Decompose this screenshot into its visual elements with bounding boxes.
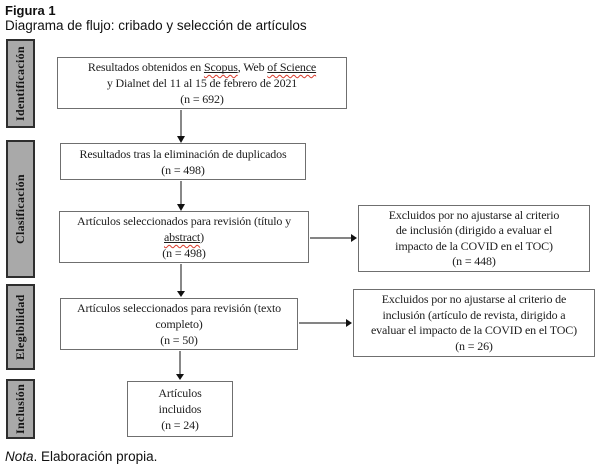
deduplication-box: Resultados tras la eliminación de duplic… bbox=[60, 143, 306, 180]
box-text-segment: , Web bbox=[237, 60, 268, 74]
result-count: (n = 692) bbox=[180, 92, 224, 106]
box-text-segment: y Dialnet del 11 al 15 de febrero de 202… bbox=[106, 76, 298, 90]
identification-results-box: Resultados obtenidos en Scopus, Web of S… bbox=[57, 57, 347, 109]
box-text-segment: Artículos seleccionados para revisión (t… bbox=[77, 214, 291, 228]
arrowhead-down-1 bbox=[177, 136, 185, 143]
source-scopus: Scopus bbox=[204, 60, 238, 74]
note-label: Nota bbox=[5, 449, 34, 464]
spellcheck-underline: of Science bbox=[267, 60, 317, 74]
box-text-segment: Resultados obtenidos en bbox=[87, 60, 204, 74]
arrowhead-right-2 bbox=[346, 319, 352, 327]
note-text: . Elaboración propia. bbox=[33, 449, 158, 464]
figure-label: Figura 1 bbox=[5, 3, 56, 18]
stage-inclusion: Inclusión bbox=[6, 379, 35, 439]
arrowhead-down-3 bbox=[177, 291, 185, 297]
arrowhead-right-1 bbox=[351, 234, 357, 242]
source-web-of-science: of Science bbox=[267, 60, 316, 74]
excluded-text-2: Excluidos por no ajustarse al criterio d… bbox=[370, 292, 577, 353]
arrowhead-down-2 bbox=[177, 204, 185, 211]
figure-note: Nota. Elaboración propia. bbox=[5, 449, 157, 464]
identification-results-text: Resultados obtenidos en Scopus, Web of S… bbox=[88, 59, 316, 107]
spellcheck-underline: abstract bbox=[164, 230, 201, 244]
deduplication-text: Resultados tras la eliminación de duplic… bbox=[79, 146, 287, 177]
spellcheck-underline: Scopus bbox=[203, 60, 238, 74]
stage-label: Elegibilidad bbox=[13, 294, 27, 360]
arrowhead-down-4 bbox=[176, 374, 184, 380]
screening-text: Artículos seleccionados para revisión (t… bbox=[77, 213, 291, 261]
abstract-term: abstract bbox=[164, 230, 200, 244]
stage-label: Inclusión bbox=[13, 383, 27, 435]
eligibility-box: Artículos seleccionados para revisión (t… bbox=[60, 298, 298, 350]
excluded-box-2: Excluidos por no ajustarse al criterio d… bbox=[353, 289, 595, 357]
stage-clasificacion: Clasificación bbox=[6, 140, 35, 278]
eligibility-text: Artículos seleccionados para revisión (t… bbox=[77, 301, 281, 347]
stage-label: Clasificación bbox=[13, 174, 27, 244]
stage-identificacion: Identificación bbox=[6, 39, 35, 128]
screening-box: Artículos seleccionados para revisión (t… bbox=[59, 211, 309, 263]
stage-label: Identificación bbox=[13, 46, 27, 121]
figure-title: Diagrama de flujo: cribado y selección d… bbox=[5, 18, 307, 33]
box-text-segment: ) bbox=[200, 230, 204, 244]
stage-elegibilidad: Elegibilidad bbox=[6, 284, 35, 370]
result-count: (n = 498) bbox=[162, 246, 206, 260]
